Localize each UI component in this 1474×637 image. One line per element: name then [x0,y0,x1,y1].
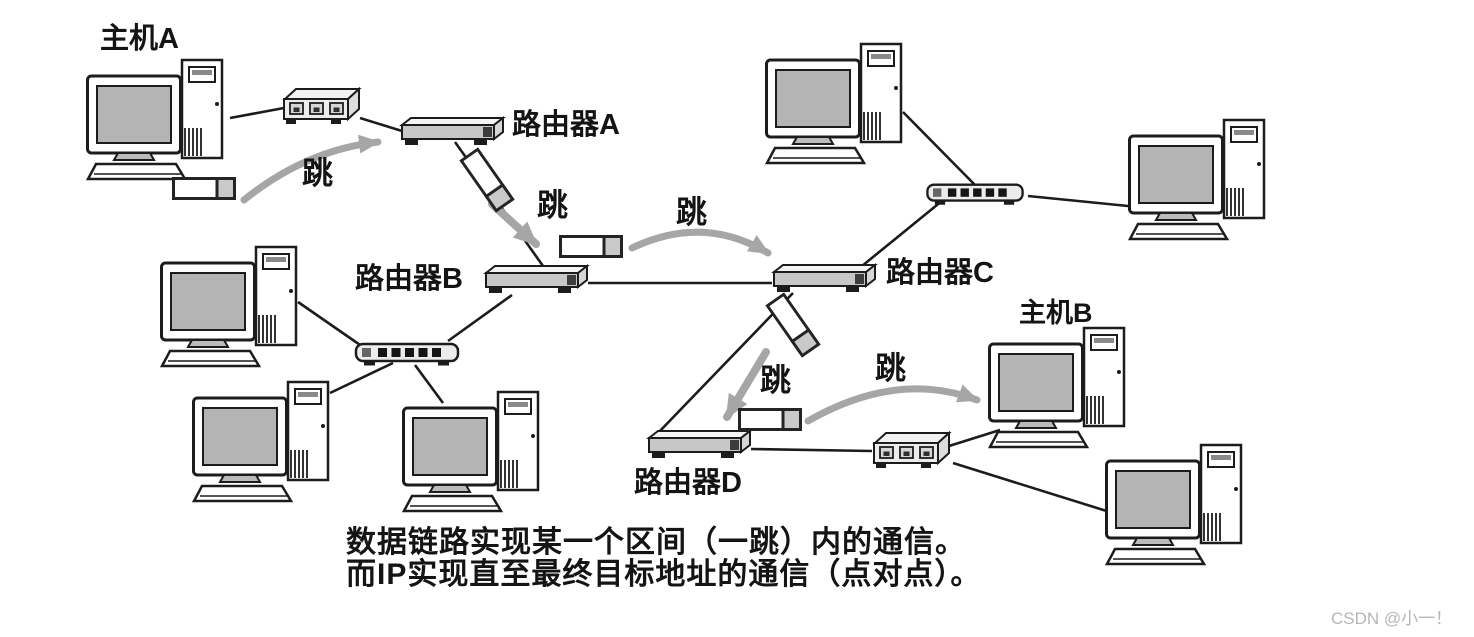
top-right-switch-icon [926,183,1024,206]
bottom-right-computer-icon [1105,443,1243,566]
router-d-label: 路由器D [634,467,742,499]
top-right-computer-1-icon [765,42,903,165]
caption-line-1: 数据链路实现某一个区间（一跳）内的通信。 [346,526,966,559]
lan-left-computer-3-icon [402,390,540,513]
lan-left-computer-1-icon [160,245,298,368]
host-a-computer-icon [86,58,224,181]
link-routerc-switchtr [861,194,949,268]
top-right-computer-2-icon [1128,118,1266,241]
router-b-icon [485,265,588,294]
hub-near-host-a-icon [283,88,360,125]
hop-arrows [240,134,981,425]
link-hubb-pcbr [952,461,1114,515]
packet-3-icon [559,235,623,258]
link-huba-routera [359,116,403,133]
lan-left-computer-2-icon [192,380,330,503]
hop-arrow-4 [723,348,770,421]
router-a-label: 路由器A [512,109,620,141]
router-d-icon [648,430,751,459]
link-routerd-hubb [750,447,873,453]
csdn-watermark: CSDN @小一！ [1331,609,1453,628]
link-lines [229,106,1139,515]
router-b-label: 路由器B [355,263,463,295]
router-c-label: 路由器C [886,257,994,289]
caption-line-2: 而IP实现直至最终目标地址的通信（点对点）。 [346,558,982,591]
packet-4-icon [765,292,821,358]
hop-label-1: 跳 [302,156,333,191]
link-switchlan-lanpc3 [413,364,445,404]
caption: 数据链路实现某一个区间（一跳）内的通信。 而IP实现直至最终目标地址的通信（点对… [346,527,981,591]
packet-1-icon [172,177,236,200]
lan-left-switch-icon [354,342,460,367]
link-routerb-switchlan [447,293,513,343]
link-lanpc1-switchlan [297,300,364,349]
router-a-icon [401,117,504,146]
link-hosta-huba [229,106,285,120]
packet-5-icon [738,408,802,431]
packet-2-icon [459,147,515,213]
link-pctr1-switchtr [902,111,976,186]
hop-label-4: 跳 [760,363,791,398]
hop-arrow-2 [488,200,540,248]
link-routerc-routerd [657,292,794,434]
link-switchtr-pctr2 [1027,194,1139,209]
router-c-icon [773,264,876,293]
hop-label-3: 跳 [676,195,707,230]
hub-near-host-b-icon [873,432,950,469]
link-hubb-hostb [948,428,1001,448]
hop-label-2: 跳 [537,188,568,223]
hop-arrow-5 [804,384,981,425]
link-switchlan-lanpc2 [329,361,394,395]
hop-arrow-1 [240,134,382,204]
host-b-label: 主机B [1019,298,1093,328]
host-a-label: 主机A [100,23,179,55]
host-b-computer-icon [988,326,1126,449]
hop-arrow-3 [628,228,772,257]
hop-label-5: 跳 [875,351,906,386]
